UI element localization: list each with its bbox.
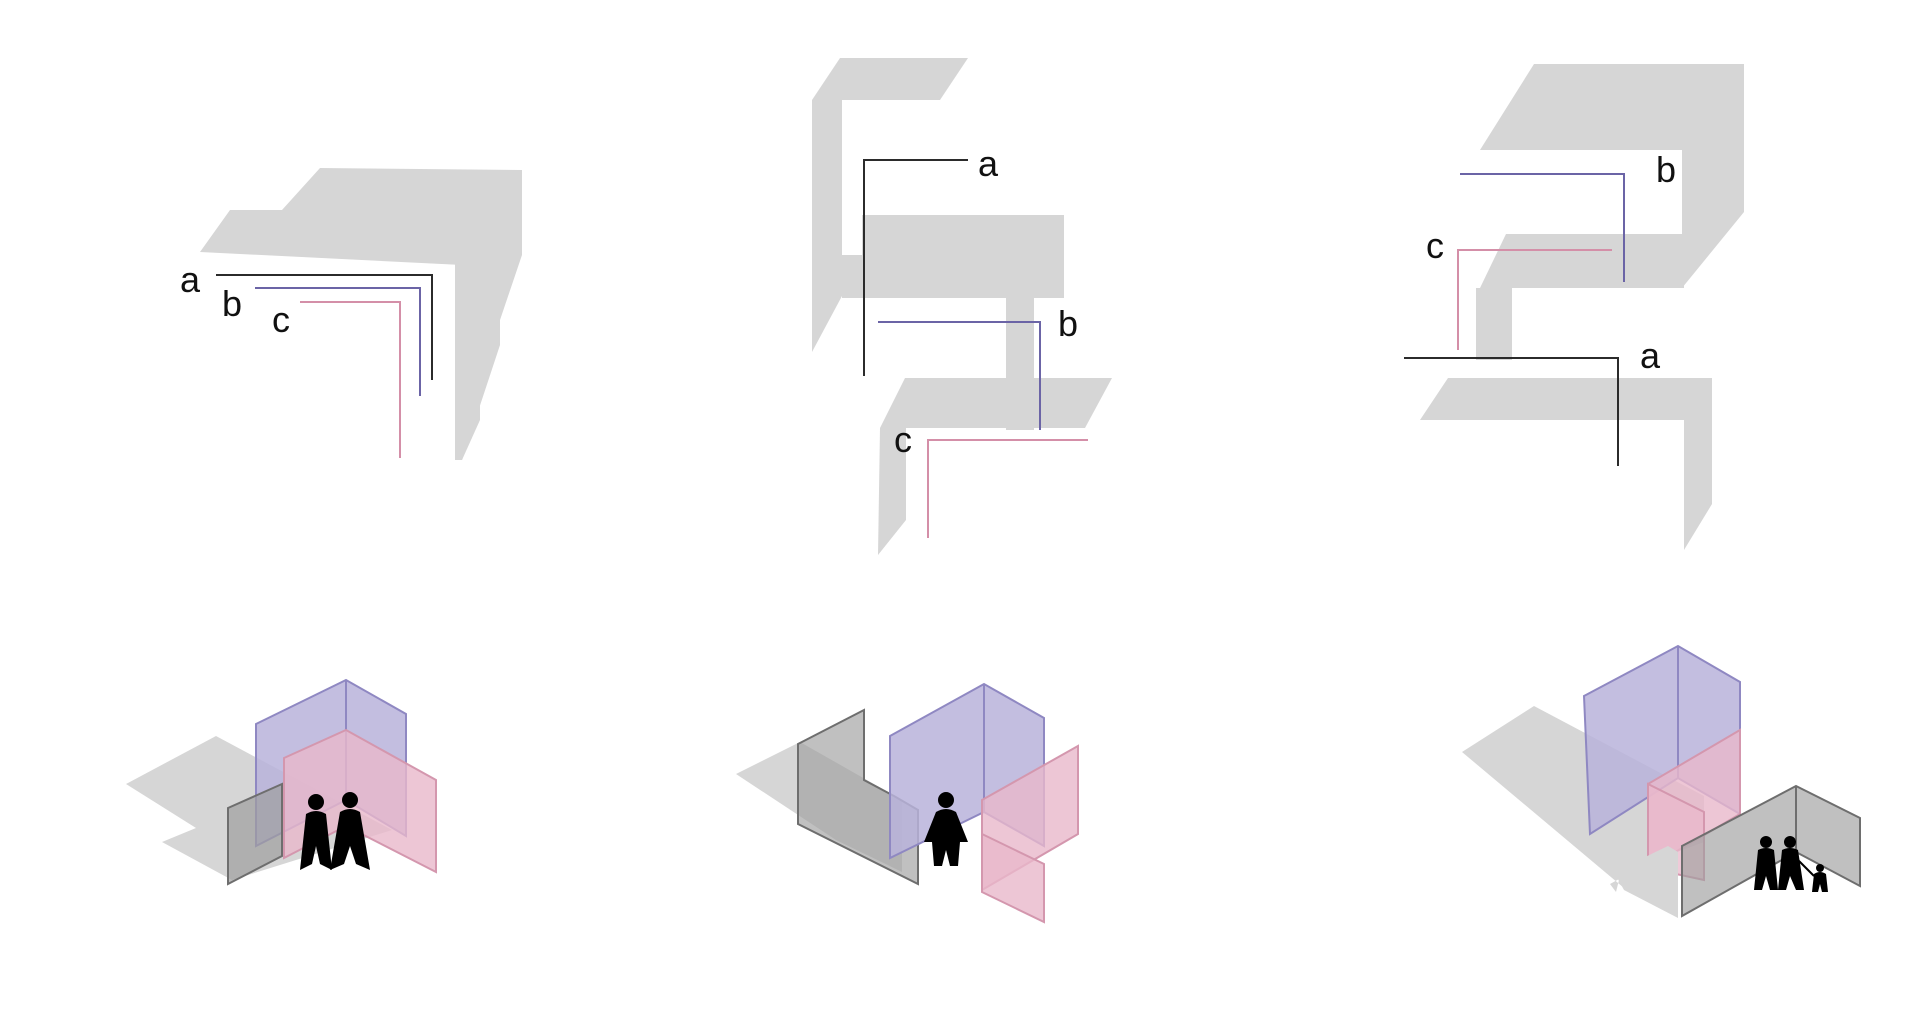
vignette-3-floor-shadow [1462,706,1704,892]
diagram-3-line-b [1460,173,1625,282]
section-diagram-2: a b c [812,58,1112,555]
vignette-3-figure-adult-left [1754,836,1778,890]
vignette-1 [126,678,437,886]
diagram-1-label-b: b [222,283,242,324]
vignette-3 [1462,644,1861,918]
diagram-3-line-c [1457,249,1612,350]
diagram-1-roof-slab [200,168,522,460]
vignette-3-small-shadow [1614,846,1678,918]
vignette-1-figure-adult-right [330,792,370,870]
diagram-2-top-slab [812,58,968,100]
diagram-1-label-a: a [180,259,201,300]
vignette-1-gray-panel [227,782,283,886]
diagram-2-upper-wall [812,100,842,296]
diagram-2-label-b: b [1058,303,1078,344]
section-diagram-1: a b c [180,168,522,460]
diagram-2-upper-wall-foot [812,296,842,352]
vignette-2-pink-panel-lower [981,832,1045,924]
diagram-3-label-c: c [1426,225,1444,266]
vignette-1-figure-adult-left [300,794,332,870]
diagram-2-label-c: c [894,419,912,460]
diagram-3-mid-wall [1476,288,1512,360]
diagram-2-low-slab [880,378,1112,428]
diagram-2-line-a [863,159,968,376]
diagram-2-label-a: a [978,143,999,184]
vignette-2-figure-adult [924,792,968,866]
vignette-3-figure-child [1797,859,1828,892]
vignette-2 [736,682,1079,924]
diagram-2-mid-slab [842,215,1064,430]
diagram-3-low-slab [1420,378,1712,550]
diagram-3-line-a [1404,357,1619,466]
diagram-1-label-c: c [272,299,290,340]
diagram-2-line-b [878,321,1041,430]
diagram-2-low-wall [878,428,906,555]
diagram-3-label-a: a [1640,335,1661,376]
diagram-2-line-c [927,439,1088,538]
diagram-1-line-b [255,287,421,396]
diagram-1-wall-front [455,255,480,460]
diagram-3-top-slab [1480,64,1744,288]
diagram-3-mid-slab [1480,234,1684,288]
diagram-3-label-b: b [1656,149,1676,190]
diagram-1-line-a [216,274,433,380]
section-diagram-3: b c a [1404,64,1744,550]
vignette-3-figure-adult-right [1778,836,1804,890]
diagram-1-line-c [300,301,401,458]
